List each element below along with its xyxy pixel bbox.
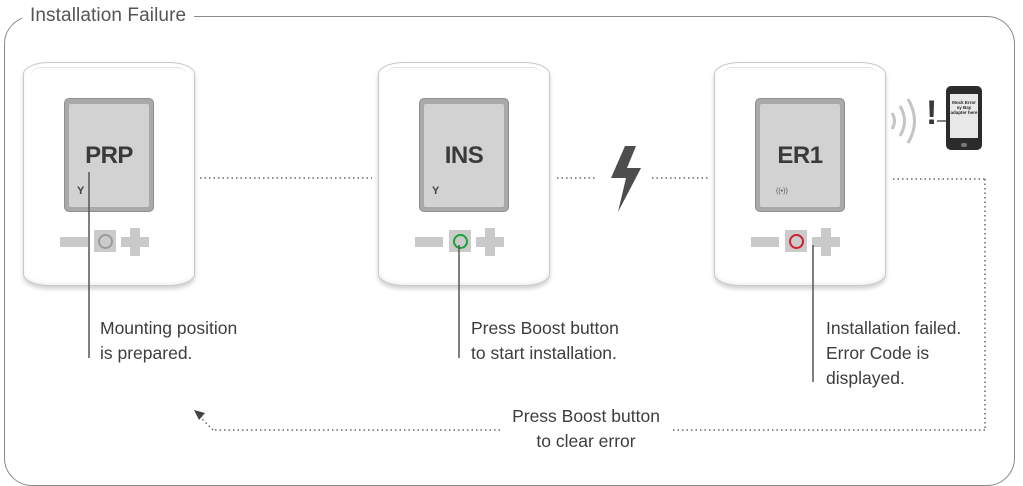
boost-button	[785, 230, 807, 252]
screen-code: ER1	[777, 142, 823, 169]
minus-button	[751, 237, 779, 247]
minus-button	[415, 237, 443, 247]
minus-button	[60, 237, 88, 247]
thermostat-device-2: INS Y	[378, 62, 550, 286]
boost-ring-icon	[98, 234, 113, 249]
exclamation-icon: !	[926, 94, 938, 132]
boost-ring-icon	[789, 234, 804, 249]
return-caption: Press Boost button to clear error	[500, 404, 672, 454]
lightning-icon	[611, 146, 641, 212]
wrench-icon: Y	[77, 185, 85, 197]
wireless-waves-icon	[890, 98, 916, 144]
device-screen: PRP Y	[65, 99, 153, 211]
connector-lines	[88, 98, 986, 431]
wrench-icon: Y	[432, 185, 440, 197]
phone-screen-text: Mock Error sy Bay adapter here	[950, 94, 978, 138]
device-screen: INS Y	[420, 99, 508, 211]
boost-button	[94, 230, 116, 252]
step2-caption: Press Boost button to start installation…	[471, 318, 619, 363]
boost-ring-icon	[453, 234, 468, 249]
screen-code: PRP	[85, 142, 133, 169]
boost-button	[449, 230, 471, 252]
device-screen: ER1 ((•))	[756, 99, 844, 211]
screen-code: INS	[444, 142, 484, 169]
thermostat-device-1: PRP Y	[23, 62, 195, 286]
diagram-title: Installation Failure	[22, 5, 195, 27]
step1-caption: Mounting position is prepared.	[100, 318, 238, 363]
step3-caption: Installation failed. Error Code is displ…	[826, 318, 962, 388]
thermostat-device-3: ER1 ((•))	[714, 62, 886, 286]
radio-signal-icon: ((•))	[776, 188, 788, 195]
smartphone-icon: Mock Error sy Bay adapter here	[946, 86, 982, 150]
